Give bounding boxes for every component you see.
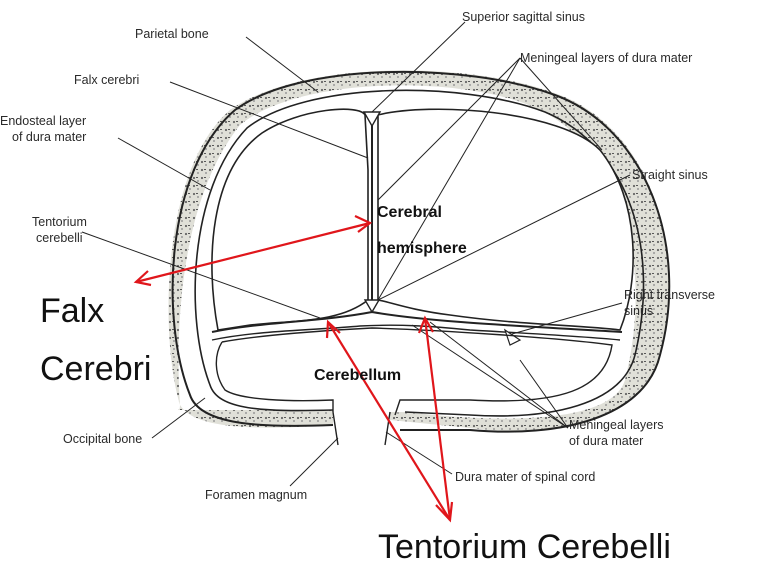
annotation-cerebri: Cerebri xyxy=(40,348,151,390)
label-dura-spinal: Dura mater of spinal cord xyxy=(455,470,595,485)
label-straight-sinus: Straight sinus xyxy=(632,168,708,183)
label-right-transverse-line1: Right transverse xyxy=(624,288,715,303)
dura-mater xyxy=(212,109,633,445)
label-parietal-bone: Parietal bone xyxy=(135,27,209,42)
annotation-cerebellum: Cerebellum xyxy=(314,365,401,387)
annotation-cerebral: Cerebral xyxy=(377,202,442,224)
label-endosteal-line2: of dura mater xyxy=(12,130,86,145)
annotation-tentorium-cerebelli: Tentorium Cerebelli xyxy=(378,526,671,568)
label-meningeal-layers-top: Meningeal layers of dura mater xyxy=(520,51,692,66)
label-foramen-magnum: Foramen magnum xyxy=(205,488,307,503)
annotation-hemisphere: hemisphere xyxy=(377,238,467,260)
label-tentorium-line1: Tentorium xyxy=(32,215,87,230)
straight-sinus-mark xyxy=(365,300,379,312)
label-endosteal-line1: Endosteal layer xyxy=(0,114,86,129)
label-meningeal-bottom-line2: of dura mater xyxy=(569,434,643,449)
label-meningeal-bottom-line1: Meningeal layers xyxy=(569,418,664,433)
label-occipital-bone: Occipital bone xyxy=(63,432,142,447)
label-falx-cerebri: Falx cerebri xyxy=(74,73,139,88)
label-tentorium-line2: cerebelli xyxy=(36,231,83,246)
label-right-transverse-line2: sinus xyxy=(624,304,653,319)
label-superior-sagittal-sinus: Superior sagittal sinus xyxy=(462,10,585,25)
annotation-falx: Falx xyxy=(40,290,104,332)
